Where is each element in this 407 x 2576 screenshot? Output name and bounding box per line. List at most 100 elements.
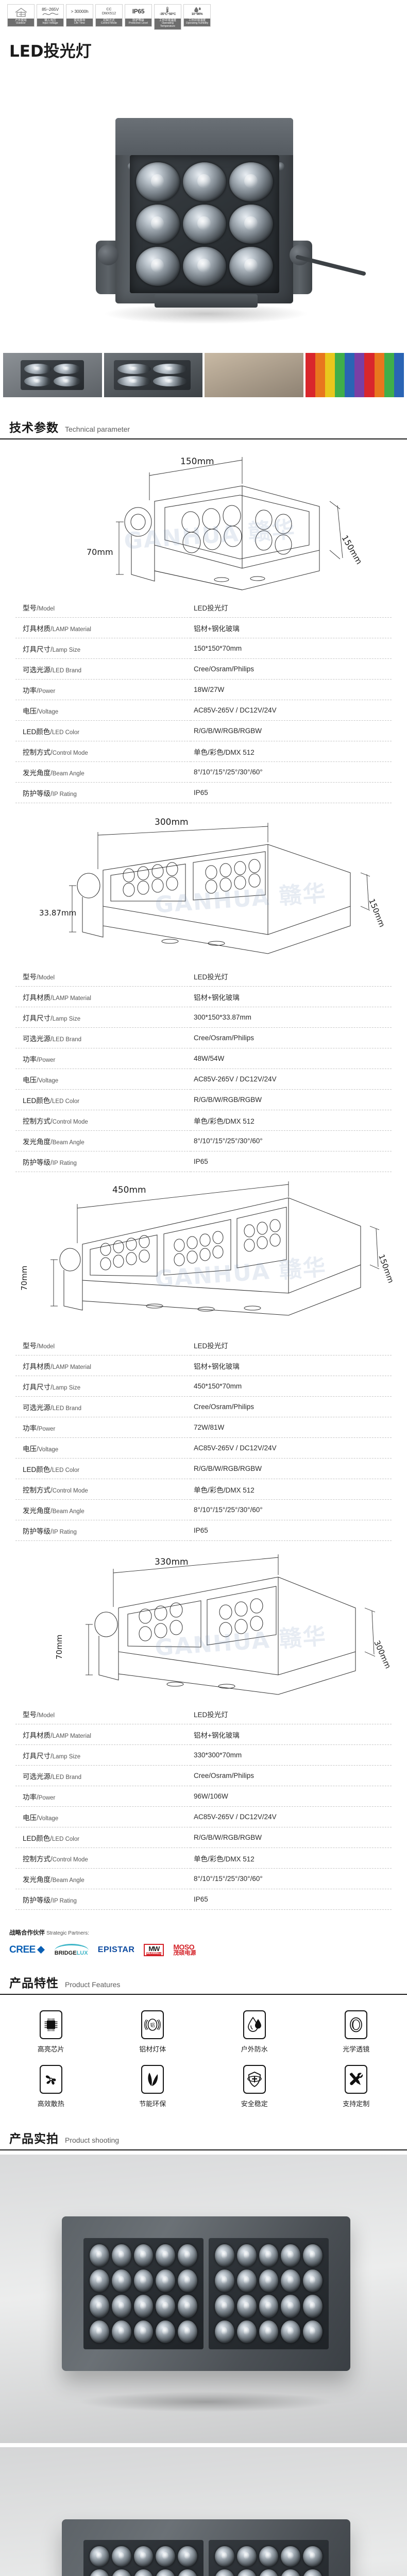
photo-shadow (77, 2391, 335, 2412)
badge-value: IP65 (132, 8, 145, 15)
spec-key-cn: 灯具材质 (23, 1362, 50, 1370)
led-unit (136, 162, 180, 201)
spec-key: 电压/Voltage (15, 1806, 191, 1827)
lamp-adjust-knob (290, 244, 310, 265)
spec-key-en: Control Mode (52, 1118, 88, 1125)
technical-drawing-1: 150mm 150mm 70mm GANHUA 赣华 (0, 439, 407, 594)
svg-text:70mm: 70mm (87, 547, 113, 557)
spec-key-en: IP Rating (52, 791, 77, 798)
led-unit (215, 2546, 234, 2567)
chip-icon (39, 2010, 62, 2039)
led-unit (90, 2320, 109, 2343)
led-unit (53, 376, 81, 387)
led-unit (133, 2546, 154, 2567)
eco-leaf-icon (141, 2064, 164, 2094)
feature-energy-saving: 节能环保 (102, 2064, 204, 2108)
spec-key: 灯具材质/LAMP Material (15, 986, 191, 1007)
thumbnail-side-view[interactable] (205, 352, 303, 397)
led-unit (156, 2546, 176, 2567)
cree-logo-text: CREE (9, 1944, 36, 1955)
led-unit (303, 2320, 323, 2343)
led-unit (281, 2269, 301, 2293)
spec-key-en: Power (38, 688, 56, 694)
spec-key-cn: 可选光源 (23, 1772, 50, 1781)
spec-value: 8°/10°/15°/25°/30°/60° (191, 761, 392, 783)
badge-caption-cn: 输入电压 (44, 19, 56, 22)
led-unit (90, 2244, 109, 2267)
product-photo-1 (0, 2154, 407, 2443)
spec-key-en: LAMP Material (52, 995, 91, 1002)
feature-aluminum-body: 铝 铝材灯体 (102, 2010, 204, 2054)
spec-key: 功率/Power (15, 1417, 191, 1438)
partner-logo-row: CREE BRIDGELUX EPISTAR MW MEANWELL MOSO … (9, 1941, 407, 1959)
spec-value: 450*150*70mm (191, 1376, 392, 1397)
feature-label: 支持定制 (343, 2100, 370, 2108)
led-unit (182, 246, 227, 286)
hero-product-photo (0, 61, 407, 350)
spec-value: R/G/B/W/RGB/RGBW (191, 1458, 392, 1479)
spec-key-cn: 可选光源 (23, 1403, 50, 1412)
optical-lens-icon (345, 2010, 368, 2039)
led-unit (111, 2320, 131, 2343)
spec-value: Cree/Osram/Philips (191, 1765, 392, 1786)
spec-value: 48W/54W (191, 1048, 392, 1069)
thumbnail-angle-view[interactable] (104, 352, 202, 397)
led-unit (303, 2295, 323, 2318)
led-unit (281, 2320, 301, 2343)
thumbnail-front-view[interactable] (3, 352, 102, 397)
spec-value: 300*150*33.87mm (191, 1007, 392, 1028)
cree-diamond-icon (37, 1946, 45, 1954)
spec-key: 灯具尺寸/Lamp Size (15, 1744, 191, 1766)
spec-value: 150*150*70mm (191, 638, 392, 659)
badge-caption: 工作环境湿度 Operating humidity (184, 19, 210, 27)
swatch-blue-2 (394, 352, 404, 397)
led-unit (236, 2569, 257, 2576)
thumbnail-color-options[interactable] (305, 352, 404, 397)
led-unit (215, 2244, 234, 2267)
spec-value: AC85V-265V / DC12V/24V (191, 1069, 392, 1090)
led-unit (90, 2295, 109, 2318)
badge-caption-en: Outdoor (16, 22, 26, 25)
led-unit (215, 2269, 234, 2293)
spec-value: AC85V-265V / DC12V/24V (191, 1806, 392, 1827)
spec-value: Cree/Osram/Philips (191, 1027, 392, 1048)
led-unit (229, 162, 273, 201)
led-unit (303, 2269, 323, 2293)
led-unit (182, 162, 227, 201)
spec-key-en: Power (38, 1794, 56, 1801)
led-unit (215, 2320, 234, 2343)
badge-caption-cn: 防护等级 (132, 19, 144, 22)
spec-key: 可选光源/LED Brand (15, 1765, 191, 1786)
led-unit (236, 2320, 257, 2343)
spec-key-en: LED Brand (52, 1405, 82, 1412)
led-unit (182, 204, 227, 244)
spec-key-cn: 控制方式 (23, 1486, 50, 1494)
spec-value: 8°/10°/15°/25°/30°/60° (191, 1868, 392, 1889)
led-unit (281, 2546, 301, 2567)
led-unit (236, 2546, 257, 2567)
spec-value: AC85V-265V / DC12V/24V (191, 700, 392, 721)
led-unit (24, 363, 52, 374)
spec-key-cn: 电压 (23, 1814, 37, 1822)
spec-key-cn: 灯具尺寸 (23, 1752, 50, 1760)
led-unit (178, 2546, 197, 2567)
spec-value: AC85V-265V / DC12V/24V (191, 1437, 392, 1459)
spec-key: 功率/Power (15, 1048, 191, 1069)
led-unit (259, 2295, 279, 2318)
feature-customization: 支持定制 (306, 2064, 407, 2108)
product-photo-2 (0, 2447, 407, 2576)
led-unit (111, 2269, 131, 2293)
spec-key-cn: 可选光源 (23, 666, 50, 674)
spec-key-en: IP Rating (52, 1160, 77, 1166)
spec-key: 功率/Power (15, 1786, 191, 1807)
